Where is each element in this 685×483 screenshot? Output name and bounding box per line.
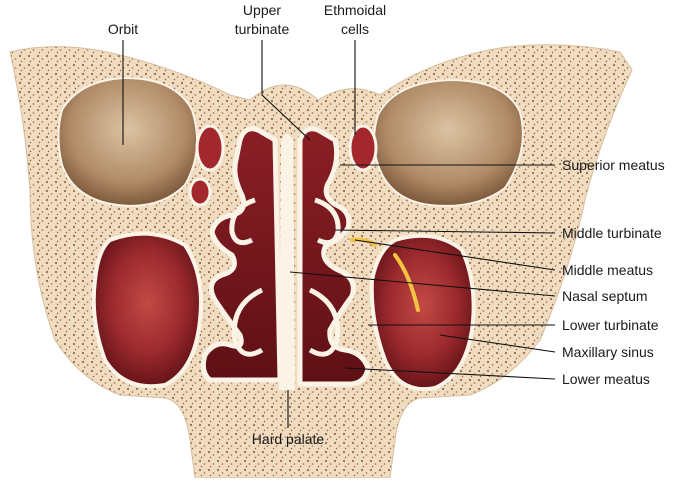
left-maxillary-sinus bbox=[94, 234, 201, 387]
nasal-septum-shape bbox=[279, 134, 295, 390]
label-maxillary-sinus: Maxillary sinus bbox=[562, 344, 654, 360]
label-lower-turbinate: Lower turbinate bbox=[562, 317, 659, 333]
label-hard-palate: Hard palate bbox=[252, 431, 325, 447]
right-ethmoidal-cell bbox=[350, 126, 376, 170]
right-maxillary-sinus bbox=[372, 236, 474, 389]
right-orbit bbox=[374, 80, 523, 206]
label-middle-turbinate: Middle turbinate bbox=[562, 225, 662, 241]
left-ethmoidal-cell-upper bbox=[197, 126, 223, 170]
label-upper-turbinate-line1: Upper bbox=[243, 2, 281, 18]
label-nasal-septum: Nasal septum bbox=[562, 288, 648, 304]
label-ethmoidal-cells-line1: Ethmoidal bbox=[324, 2, 386, 18]
label-ethmoidal-cells-line2: cells bbox=[341, 21, 369, 37]
left-orbit bbox=[59, 78, 198, 206]
label-upper-turbinate-line2: turbinate bbox=[235, 21, 290, 37]
label-middle-meatus: Middle meatus bbox=[562, 262, 653, 278]
label-lower-meatus: Lower meatus bbox=[562, 371, 650, 387]
label-orbit: Orbit bbox=[108, 21, 138, 37]
left-ethmoidal-cell-lower bbox=[190, 179, 210, 205]
label-superior-meatus: Superior meatus bbox=[562, 157, 665, 173]
